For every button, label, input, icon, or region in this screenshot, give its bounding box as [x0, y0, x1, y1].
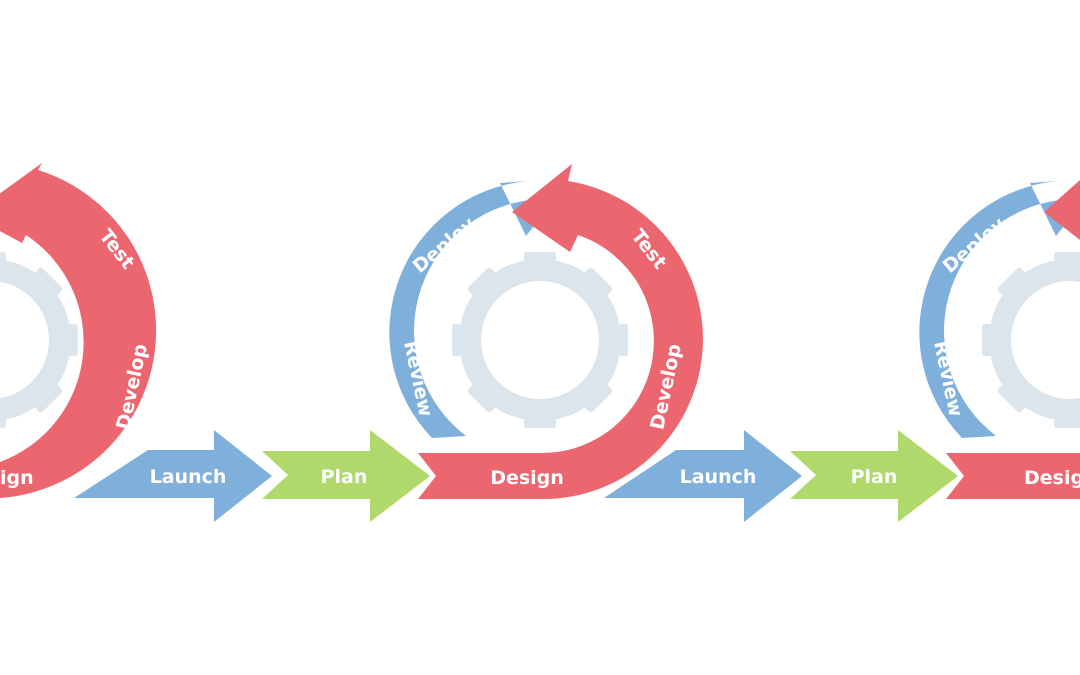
- label-plan: Plan: [851, 466, 898, 488]
- gear-icon: [0, 252, 78, 428]
- cycle-arrow-icon: [389, 181, 558, 438]
- gear-icon: [452, 252, 628, 428]
- label-launch: Launch: [150, 466, 227, 488]
- cycle-arrow-icon: [0, 163, 157, 498]
- cycle-left: ign Develop Test: [0, 163, 157, 498]
- cycle-arrow-icon: [946, 453, 1080, 499]
- gear-icon: [982, 252, 1080, 428]
- label-plan: Plan: [321, 466, 368, 488]
- label-design: Desig: [1024, 467, 1080, 489]
- cycle-arrow-icon: [919, 181, 1080, 438]
- cycle-arrow-icon: [1044, 180, 1080, 240]
- cycle-middle: Design Develop Test Deploy Review: [389, 164, 703, 500]
- arrow-right-icon: [790, 430, 958, 522]
- label-design: Design: [490, 467, 564, 489]
- arrow-right-icon: [262, 430, 430, 522]
- cycle-right: Desig Deploy Review: [919, 180, 1080, 499]
- arrow-right-icon: [74, 430, 272, 522]
- label-design: ign: [0, 467, 34, 489]
- cycle-arrow-icon: [418, 164, 703, 500]
- label-launch: Launch: [680, 466, 757, 488]
- arrow-right-icon: [604, 430, 802, 522]
